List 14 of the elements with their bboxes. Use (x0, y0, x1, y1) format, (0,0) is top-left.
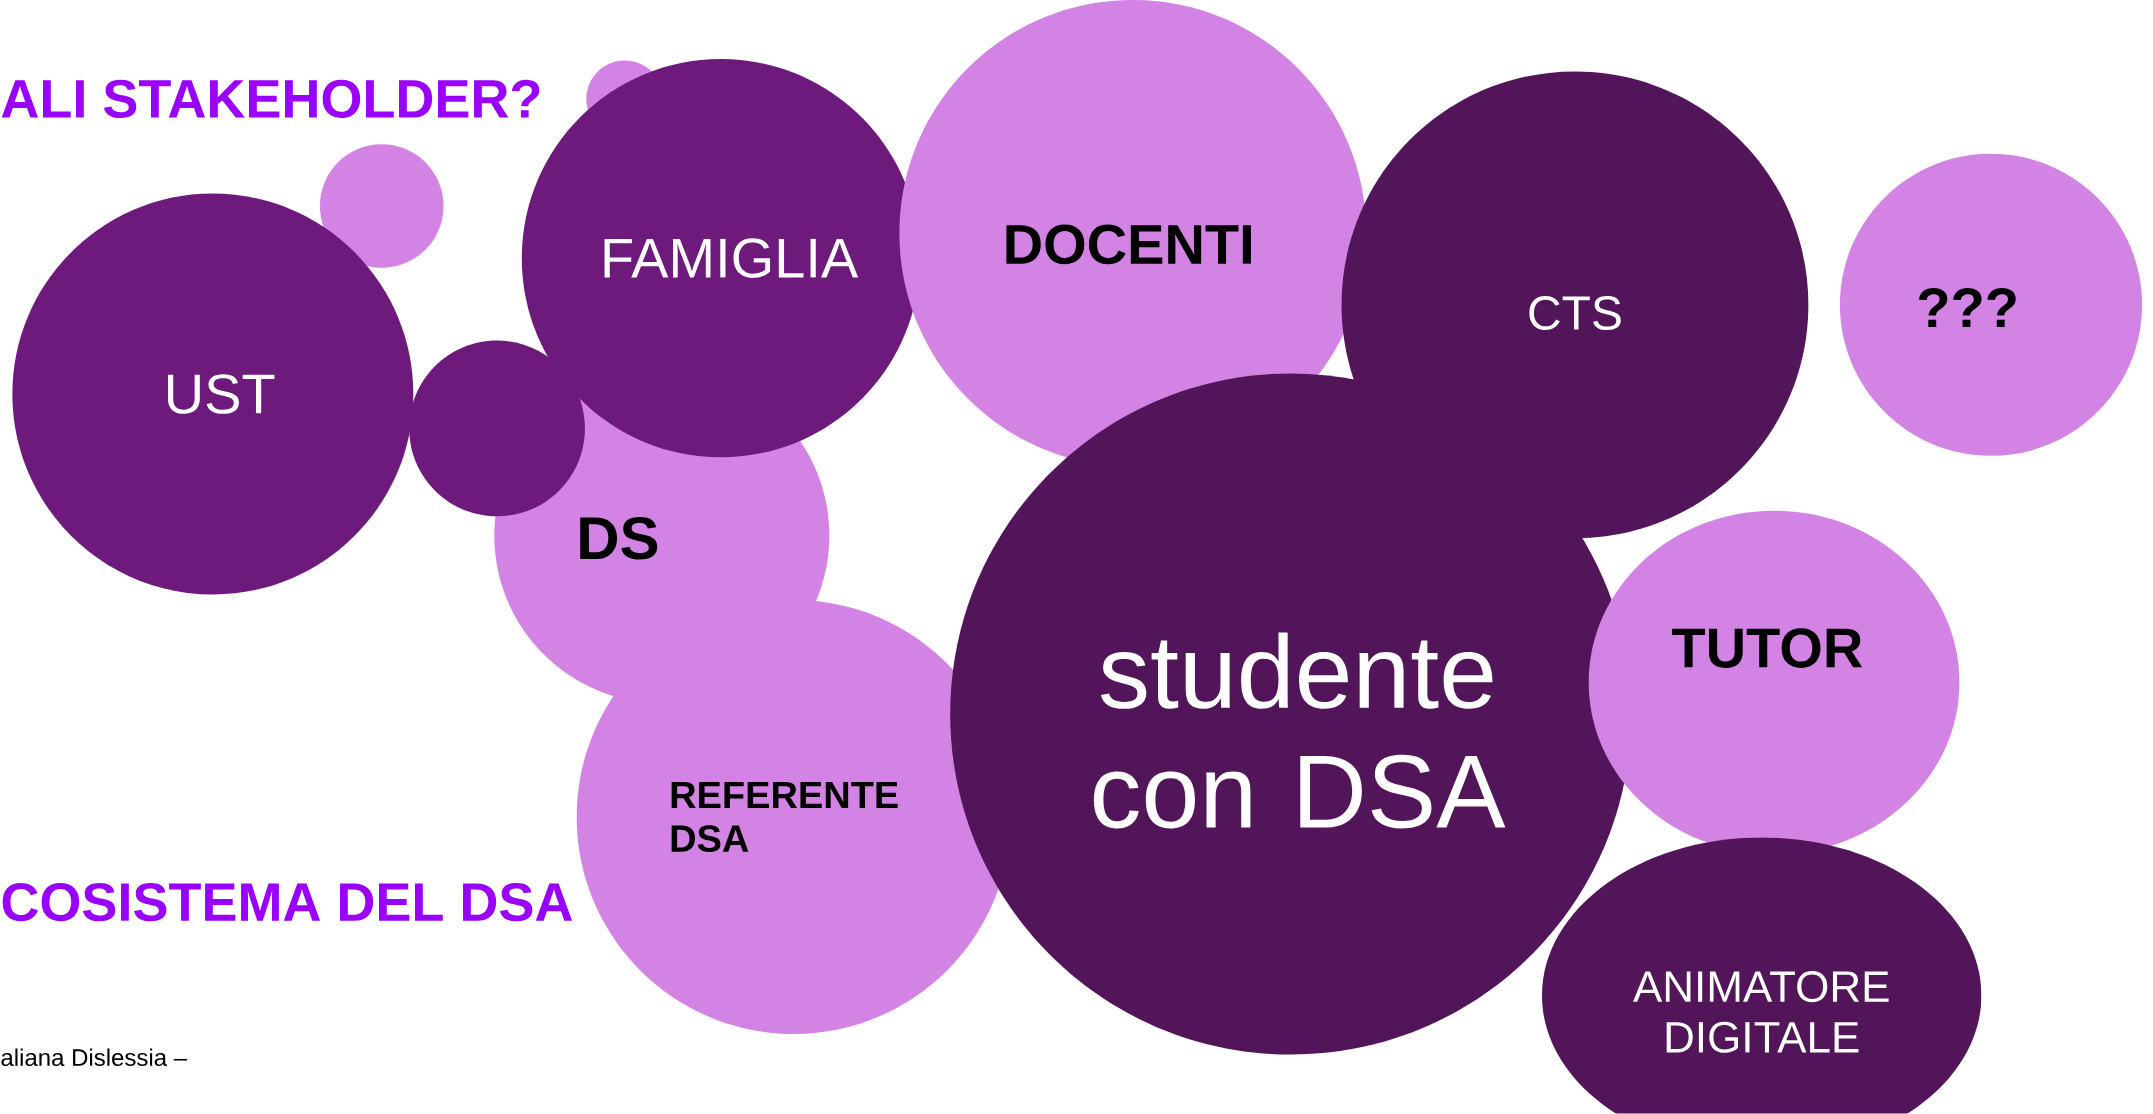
node-label: DS (580, 517, 658, 560)
bubble: studente con DSA (950, 373, 1632, 1055)
bubble: REFERENTE DSA (576, 600, 1011, 1035)
bubble: DOCENTI (899, 0, 1367, 468)
bubble: UST (12, 193, 414, 595)
bubble (409, 340, 585, 517)
bubble: ANIMATORE DIGITALE (1542, 837, 1982, 1114)
node-label: REFERENTE DSA (671, 782, 898, 853)
node-label: CTS (1529, 296, 1621, 331)
bubble: CTS (1341, 71, 1809, 539)
footer-text: aliana Dislessia – (1, 1048, 188, 1067)
bubble: ??? (1839, 153, 2143, 457)
bubble (319, 144, 444, 268)
bubble: TUTOR (1588, 511, 1960, 855)
